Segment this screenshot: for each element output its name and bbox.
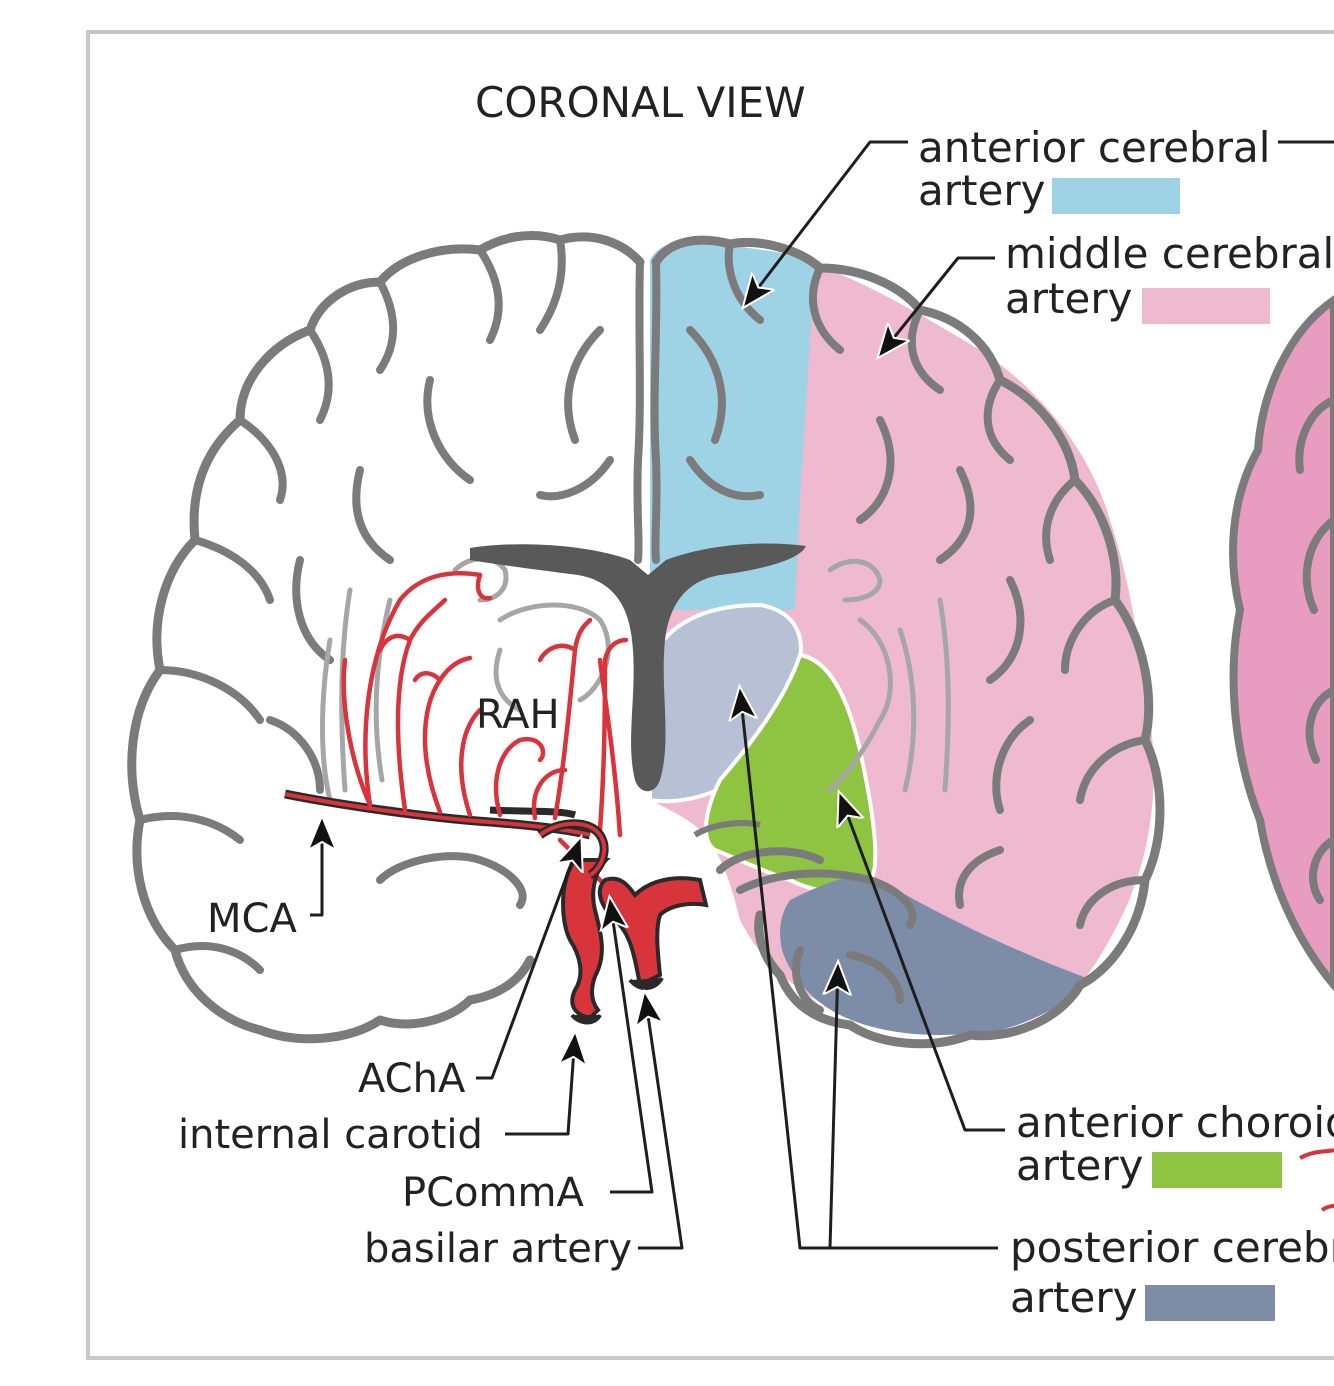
mca-legend-line2: artery [1005, 274, 1132, 323]
pca-legend-swatch [1145, 1285, 1275, 1321]
figure-frame [86, 30, 1334, 1360]
acha-legend-line2: artery [1016, 1141, 1143, 1190]
mca-legend-swatch [1142, 288, 1270, 324]
aca-legend-line1: anterior cerebral [918, 123, 1270, 172]
acha-legend-swatch [1152, 1152, 1282, 1188]
leader-lines [310, 140, 1334, 1250]
pcomma-label: PCommA [402, 1170, 584, 1216]
view-title: CORONAL VIEW [475, 78, 806, 127]
pca-legend-line1: posterior cerebr [1010, 1223, 1334, 1272]
internal-carotid-vessel [561, 858, 611, 1021]
left-gyri [136, 236, 614, 974]
right-gyri [686, 240, 1149, 929]
ventricles [470, 543, 806, 792]
mca-vessel-label: MCA [207, 896, 297, 942]
mca-legend-line1: middle cerebral [1005, 229, 1334, 278]
temporal-lobes [376, 820, 917, 1014]
acha-territory [703, 652, 878, 894]
acha-label: AChA [358, 1056, 466, 1102]
pca-territory [780, 876, 1092, 1035]
pca-legend-line2: artery [1010, 1273, 1137, 1322]
internal-carotid-label: internal carotid [178, 1112, 483, 1158]
rah-label: RAH [476, 692, 560, 738]
aca-legend-swatch [1052, 178, 1180, 214]
basilar-label: basilar artery [364, 1226, 632, 1272]
lateral-view-brain-partial [1229, 295, 1334, 1212]
red-vessels [284, 571, 709, 1025]
deep-structures [320, 556, 951, 803]
acha-legend-line1: anterior choroid [1016, 1098, 1334, 1147]
brain-outline [127, 230, 1165, 1049]
aca-legend-line2: artery [918, 166, 1045, 215]
